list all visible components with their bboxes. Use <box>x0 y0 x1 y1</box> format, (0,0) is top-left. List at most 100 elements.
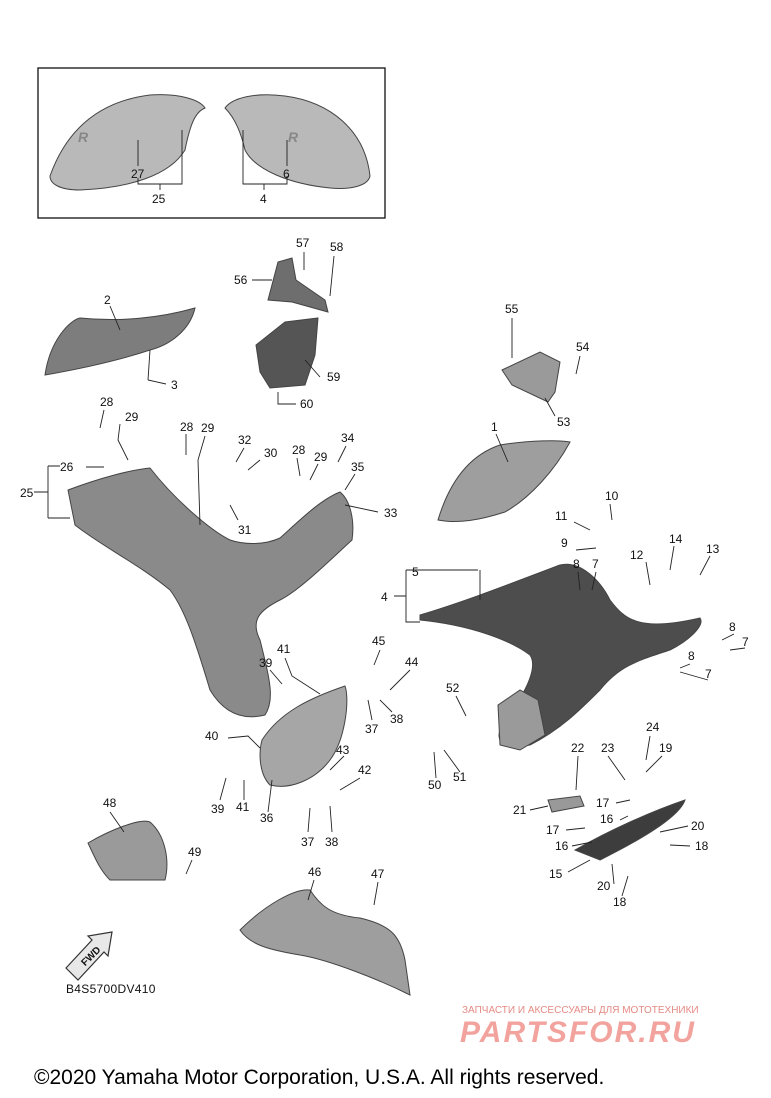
callout-36: 36 <box>260 811 274 825</box>
callout-7-b: 7 <box>742 635 749 649</box>
callout-28-b: 28 <box>180 420 194 434</box>
callout-58: 58 <box>330 240 344 254</box>
callout-34: 34 <box>341 431 355 445</box>
inner-panel-2 <box>44 307 196 376</box>
callout-33: 33 <box>384 506 398 520</box>
lower-cowl-46 <box>239 889 411 996</box>
callout-4-inset: 4 <box>260 192 267 206</box>
left-decal-panel <box>49 94 206 191</box>
copyright-notice: ©2020 Yamaha Motor Corporation, U.S.A. A… <box>34 1066 605 1089</box>
cover-48 <box>87 820 168 881</box>
callout-20-a: 20 <box>691 819 705 833</box>
callout-16-b: 16 <box>555 839 569 853</box>
callout-51: 51 <box>453 770 467 784</box>
callout-6: 6 <box>283 167 290 181</box>
callout-8-c: 8 <box>688 649 695 663</box>
callout-31: 31 <box>238 523 252 537</box>
callout-38-b: 38 <box>325 835 339 849</box>
callout-37-a: 37 <box>365 722 379 736</box>
fwd-arrow-icon: FWD <box>65 931 113 981</box>
callout-39-a: 39 <box>259 656 273 670</box>
callout-43: 43 <box>336 743 350 757</box>
callout-16-a: 16 <box>600 812 614 826</box>
callout-17-b: 17 <box>546 823 560 837</box>
callout-42: 42 <box>358 763 372 777</box>
callout-15: 15 <box>549 867 563 881</box>
svg-text:R: R <box>288 129 299 145</box>
callout-56: 56 <box>234 273 248 287</box>
callout-17-a: 17 <box>596 796 610 810</box>
callout-13: 13 <box>706 542 720 556</box>
callout-20-b: 20 <box>597 879 611 893</box>
callout-52: 52 <box>446 681 460 695</box>
diagram-code: B4S5700DV410 <box>66 982 156 996</box>
callout-53: 53 <box>557 415 571 429</box>
callout-38-a: 38 <box>390 712 404 726</box>
callout-8-a: 8 <box>573 557 580 571</box>
callout-1: 1 <box>491 420 498 434</box>
callout-55: 55 <box>505 302 519 316</box>
callout-24: 24 <box>646 720 660 734</box>
callout-41-a: 41 <box>277 642 291 656</box>
callout-48: 48 <box>103 796 117 810</box>
callout-4: 4 <box>381 590 388 604</box>
callout-28-a: 28 <box>100 395 114 409</box>
callout-57: 57 <box>296 236 310 250</box>
panel-1 <box>437 440 571 523</box>
callout-44: 44 <box>405 655 419 669</box>
callout-7-c: 7 <box>705 667 712 681</box>
callout-35: 35 <box>351 460 365 474</box>
callout-5: 5 <box>412 565 419 579</box>
panel-59 <box>255 317 319 389</box>
callout-47: 47 <box>371 867 385 881</box>
callout-10: 10 <box>605 489 619 503</box>
svg-text:R: R <box>78 129 89 145</box>
callout-46: 46 <box>308 865 322 879</box>
callout-54: 54 <box>576 340 590 354</box>
callout-25: 25 <box>20 486 34 500</box>
bracket-52 <box>497 689 546 751</box>
inset-frame <box>37 67 386 219</box>
callout-14: 14 <box>669 532 683 546</box>
bracket-53 <box>501 351 561 403</box>
callout-27: 27 <box>131 167 145 181</box>
callout-26: 26 <box>60 460 74 474</box>
watermark-tagline: ЗАПЧАСТИ И АКСЕССУАРЫ ДЛЯ МОТОТЕХНИКИ <box>462 1005 699 1016</box>
callout-39-b: 39 <box>211 802 225 816</box>
inner-panel-36 <box>259 685 348 787</box>
bracket-21 <box>547 795 585 813</box>
callout-29-b: 29 <box>201 421 215 435</box>
callout-18-a: 18 <box>695 839 709 853</box>
callout-25-inset: 25 <box>152 192 166 206</box>
callout-28-c: 28 <box>292 443 306 457</box>
under-panel-15 <box>573 799 686 861</box>
callout-3: 3 <box>171 378 178 392</box>
callout-22: 22 <box>571 741 585 755</box>
callout-11: 11 <box>555 509 568 523</box>
callout-2: 2 <box>104 293 111 307</box>
side-cowl-4 <box>419 563 702 747</box>
callout-41-b: 41 <box>236 800 250 814</box>
right-decal-panel <box>224 94 371 189</box>
callout-40: 40 <box>205 729 219 743</box>
callout-23: 23 <box>601 741 615 755</box>
bracket-56 <box>267 257 329 313</box>
callout-19: 19 <box>659 741 673 755</box>
callout-29-a: 29 <box>125 410 139 424</box>
callout-9: 9 <box>561 536 568 550</box>
callout-45: 45 <box>372 634 386 648</box>
side-cowl-25 <box>67 467 354 718</box>
callout-21: 21 <box>513 803 527 817</box>
callout-37-b: 37 <box>301 835 315 849</box>
callout-59: 59 <box>327 370 341 384</box>
callout-32: 32 <box>238 433 252 447</box>
callout-49: 49 <box>188 845 202 859</box>
callout-18-b: 18 <box>613 895 627 909</box>
watermark-logo: PARTSFOR.RU <box>460 1016 696 1049</box>
callout-8-b: 8 <box>729 620 736 634</box>
callout-60: 60 <box>300 397 314 411</box>
callout-7-a: 7 <box>592 557 599 571</box>
callout-12: 12 <box>630 548 644 562</box>
callout-29-c: 29 <box>314 450 328 464</box>
callout-30: 30 <box>264 446 278 460</box>
